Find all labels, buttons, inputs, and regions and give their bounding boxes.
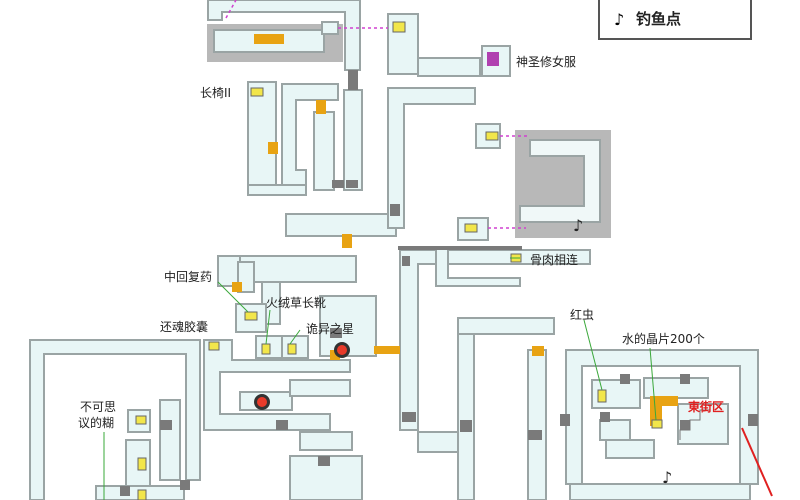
label-water-crystal: 水的晶片200个 bbox=[622, 332, 705, 346]
legend-label: 钓鱼点 bbox=[636, 10, 682, 28]
stairs-icon bbox=[679, 409, 710, 440]
label-red-bug: 红虫 bbox=[570, 308, 595, 322]
label-lines bbox=[103, 257, 657, 500]
label-unthinkable-paste-line2: 议的糊 bbox=[78, 416, 115, 430]
item-boxes bbox=[135, 21, 663, 500]
label-long-chair: 长椅II bbox=[200, 86, 232, 100]
label-weird-star: 诡异之星 bbox=[306, 322, 355, 336]
legend: ♪ 钓鱼点 bbox=[598, 0, 752, 40]
doors bbox=[232, 34, 678, 426]
label-mid-heal: 中回复药 bbox=[164, 270, 213, 284]
red-markers bbox=[254, 342, 350, 410]
purple-item-box bbox=[487, 52, 499, 66]
label-fire-boots: 火绒草长靴 bbox=[266, 296, 327, 310]
rooms bbox=[29, 0, 759, 500]
fishing-spot-icon: ♪ bbox=[573, 216, 584, 235]
east-exit-arrow bbox=[741, 427, 773, 497]
label-bone-flesh: 骨肉相连 bbox=[530, 253, 579, 267]
label-nun-clothes: 神圣修女服 bbox=[516, 55, 577, 69]
music-note-icon: ♪ bbox=[614, 10, 625, 29]
dashed-links bbox=[225, 0, 528, 229]
label-east-street: 東街区 bbox=[688, 400, 725, 414]
fishing-spot-icon: ♪ bbox=[662, 468, 673, 487]
passages bbox=[120, 70, 758, 496]
label-unthinkable-paste-line1: 不可思 bbox=[80, 400, 117, 414]
label-revive-capsule: 还魂胶囊 bbox=[160, 320, 209, 334]
